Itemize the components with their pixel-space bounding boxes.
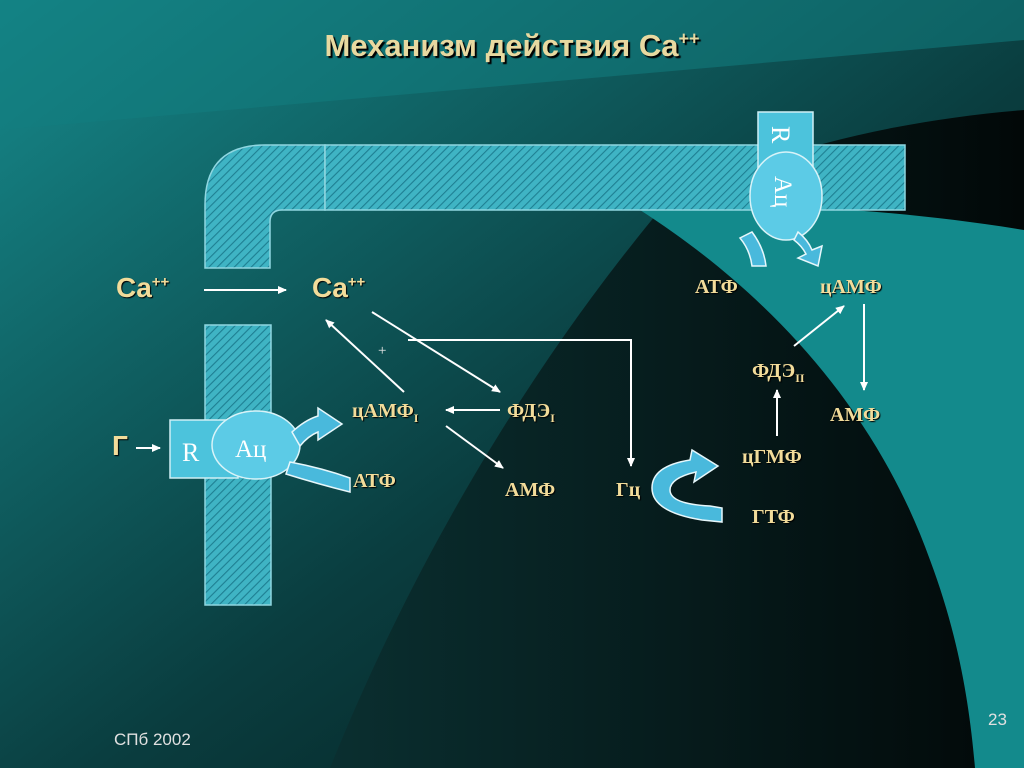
label-plus: + (378, 343, 387, 359)
label-pde-1-text: ФДЭ (507, 400, 551, 422)
slide-title-text: Механизм действия Ca (324, 28, 679, 63)
adenylate-cyclase-left-label: Ац (235, 436, 266, 463)
label-pde-1: ФДЭI (507, 400, 555, 426)
label-atp-right: АТФ (695, 276, 738, 298)
label-ca-extracellular-text: Ca (116, 272, 152, 303)
curved-arrow-gtp-cgmp (651, 448, 723, 523)
label-amp-right: АМФ (830, 404, 881, 426)
arrow-pde2-to-camp (793, 305, 845, 347)
arrow-camp-to-ca (325, 319, 405, 393)
slide-title: Механизм действия Ca++ (0, 28, 1024, 64)
arrow-camp-to-amp (445, 425, 504, 469)
adenylate-cyclase-right-label: Ац (769, 176, 796, 207)
curved-arrow-right (738, 230, 824, 268)
label-cgmp: цГМФ (742, 446, 802, 468)
label-atp-left: АТФ (353, 470, 396, 492)
arrow-ca-to-pde1 (371, 311, 501, 393)
arrow-ca-to-guanylate-cyclase (408, 339, 635, 467)
curved-arrow-left (285, 406, 351, 493)
label-pde-1-sub: I (550, 411, 555, 425)
label-camp-1: цАМФI (352, 400, 418, 426)
slide-title-sup: ++ (678, 28, 700, 49)
label-camp-1-text: цАМФ (352, 400, 414, 422)
receptor-complex-right: R Ац (749, 111, 823, 241)
receptor-left-label: R (182, 438, 200, 467)
arrows (136, 286, 868, 469)
label-ca-intracellular-text: Ca (312, 272, 348, 303)
label-camp-1-sub: I (413, 411, 419, 425)
adenylate-cyclase-right (749, 151, 823, 241)
receptor-right-label: R (766, 126, 795, 144)
label-pde-2-sub: II (795, 371, 805, 385)
footer-text: СПб 2002 (114, 730, 191, 749)
label-hormone: Г (112, 430, 128, 461)
label-gtp: ГТФ (752, 506, 795, 528)
label-camp-right: цАМФ (820, 276, 882, 298)
label-amp-mid: АМФ (505, 479, 556, 501)
label-guanylate-cyclase: Гц (616, 479, 641, 501)
receptor-complex-left: R Ац (169, 410, 301, 480)
label-pde-2-text: ФДЭ (752, 360, 796, 382)
label-ca-intracellular: Ca++ (312, 272, 365, 304)
page-number: 23 (988, 710, 1007, 729)
label-ca-extracellular: Ca++ (116, 272, 169, 304)
label-pde-2: ФДЭII (752, 360, 805, 386)
label-ca-extracellular-sup: ++ (151, 273, 170, 291)
label-ca-intracellular-sup: ++ (347, 273, 366, 291)
